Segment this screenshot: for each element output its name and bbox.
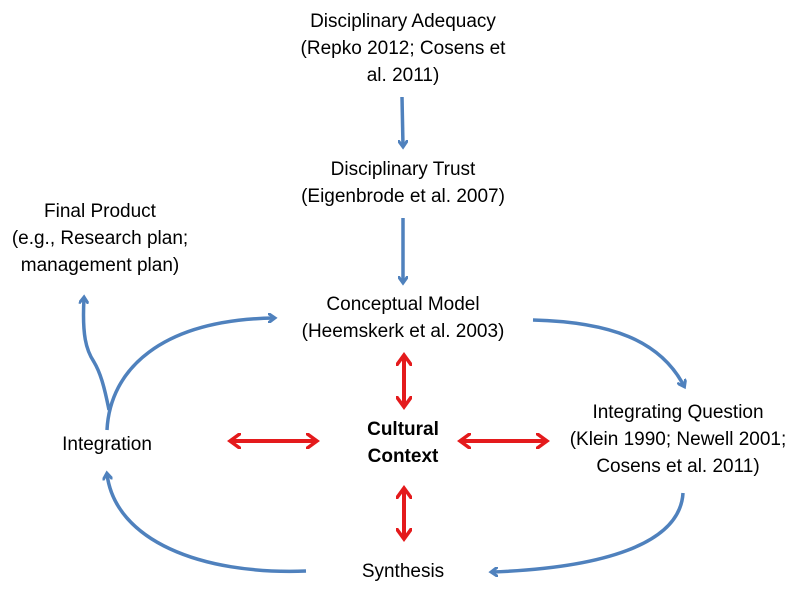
node-line: Cosens et al. 2011) bbox=[596, 456, 760, 477]
node-line: (e.g., Research plan; bbox=[11, 228, 189, 249]
arrow-integration-to-final-product bbox=[83, 298, 111, 411]
arrow-adequacy-to-trust bbox=[402, 96, 403, 146]
node-disciplinary-trust: Disciplinary Trust (Eigenbrode et al. 20… bbox=[250, 156, 556, 210]
node-line: Synthesis bbox=[361, 561, 445, 582]
node-conceptual-model: Conceptual Model (Heemskerk et al. 2003) bbox=[250, 291, 556, 345]
node-synthesis: Synthesis bbox=[320, 558, 486, 585]
node-line: Cultural bbox=[367, 419, 439, 440]
node-line: Conceptual Model bbox=[326, 294, 480, 315]
arrow-integrating-question-to-synthesis bbox=[492, 492, 685, 572]
arrow-synthesis-to-integration bbox=[107, 474, 307, 574]
node-integration: Integration bbox=[34, 431, 180, 458]
node-line: Final Product bbox=[44, 201, 156, 222]
node-line: (Klein 1990; Newell 2001; bbox=[569, 429, 787, 450]
node-disciplinary-adequacy: Disciplinary Adequacy (Repko 2012; Cosen… bbox=[250, 8, 556, 89]
node-line: Integrating Question bbox=[592, 402, 764, 423]
node-line: Disciplinary Trust bbox=[330, 159, 476, 180]
node-line: Context bbox=[367, 446, 439, 467]
node-final-product: Final Product (e.g., Research plan; mana… bbox=[0, 198, 200, 279]
node-integrating-question: Integrating Question (Klein 1990; Newell… bbox=[549, 399, 807, 480]
arrow-conceptual-model-to-integrating-question bbox=[532, 318, 684, 386]
node-line: management plan) bbox=[20, 255, 180, 276]
node-line: Integration bbox=[62, 434, 152, 455]
arrow-integration-to-conceptual-model bbox=[105, 318, 274, 431]
node-line: (Repko 2012; Cosens et bbox=[300, 38, 506, 59]
node-line: Disciplinary Adequacy bbox=[310, 11, 496, 32]
node-cultural-context: Cultural Context bbox=[330, 416, 476, 470]
node-line: (Heemskerk et al. 2003) bbox=[301, 321, 505, 342]
node-line: (Eigenbrode et al. 2007) bbox=[301, 186, 505, 207]
node-line: al. 2011) bbox=[366, 65, 440, 86]
